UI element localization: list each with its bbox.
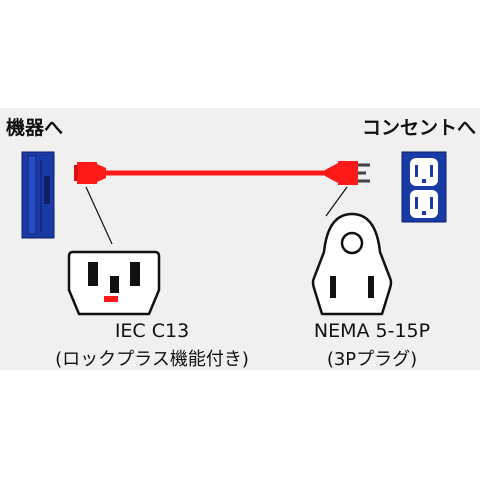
device-icon: [21, 151, 55, 239]
nema-caption: NEMA 5-15P: [313, 320, 431, 342]
background-panel: [0, 108, 480, 370]
leader-line-nema: [325, 186, 348, 217]
wall-outlet-icon: [401, 151, 447, 223]
c13-caption: IEC C13: [114, 320, 190, 342]
leader-line-c13: [85, 186, 113, 245]
outlet-side-label: コンセントへ: [361, 117, 476, 139]
nema-face-icon: [311, 212, 393, 316]
c13-connector-icon: [74, 162, 106, 184]
c13-note: (ロックプラス機能付き): [55, 349, 249, 370]
device-side-label: 機器へ: [6, 117, 64, 139]
c13-face-icon: [67, 250, 161, 316]
nema-plug-icon: [325, 161, 370, 185]
nema-note: (3Pプラグ): [326, 349, 418, 370]
